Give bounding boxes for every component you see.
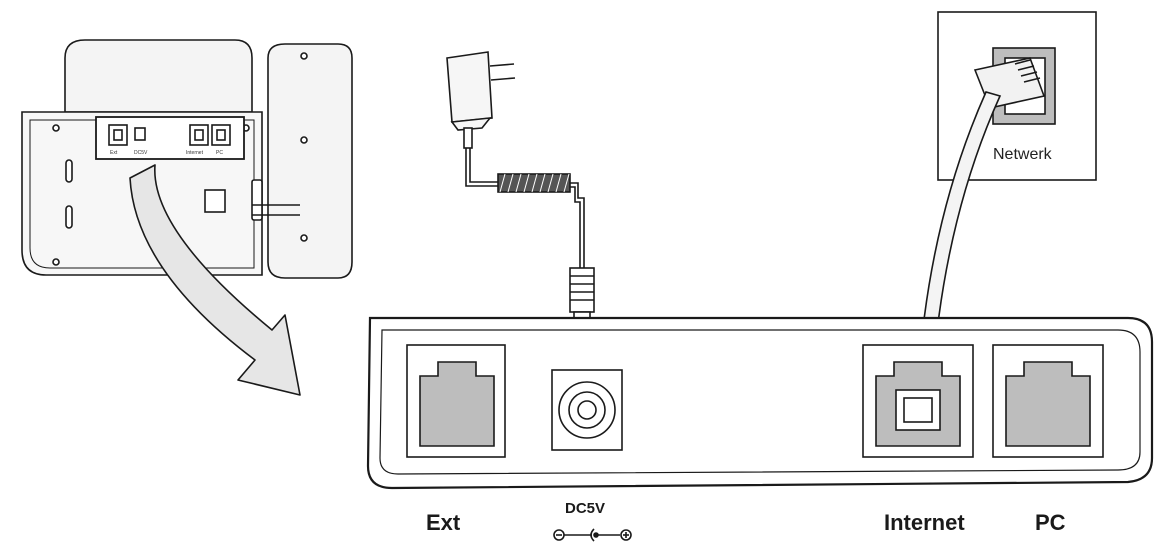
network-label: Netwerk: [993, 146, 1052, 163]
mini-dc-label: DC5V: [134, 150, 148, 156]
mini-ext-label: Ext: [110, 150, 118, 156]
pc-port: [992, 344, 1104, 458]
internet-port-label: Internet: [884, 510, 965, 535]
zoom-arrow-icon: [129, 164, 301, 396]
mini-internet-label: Internet: [186, 150, 204, 156]
phone-back-illustration: [21, 39, 353, 279]
mini-pc-label: PC: [216, 150, 223, 156]
dc-polarity-icon: [553, 528, 632, 542]
dc-label: DC5V: [565, 500, 606, 517]
pc-port-label: PC: [1035, 510, 1066, 535]
ext-port: [406, 344, 506, 458]
internet-port: [862, 344, 974, 458]
dc-power-jack: [551, 369, 623, 451]
ext-port-label: Ext: [426, 510, 461, 535]
power-adapter-illustration: [446, 51, 595, 349]
